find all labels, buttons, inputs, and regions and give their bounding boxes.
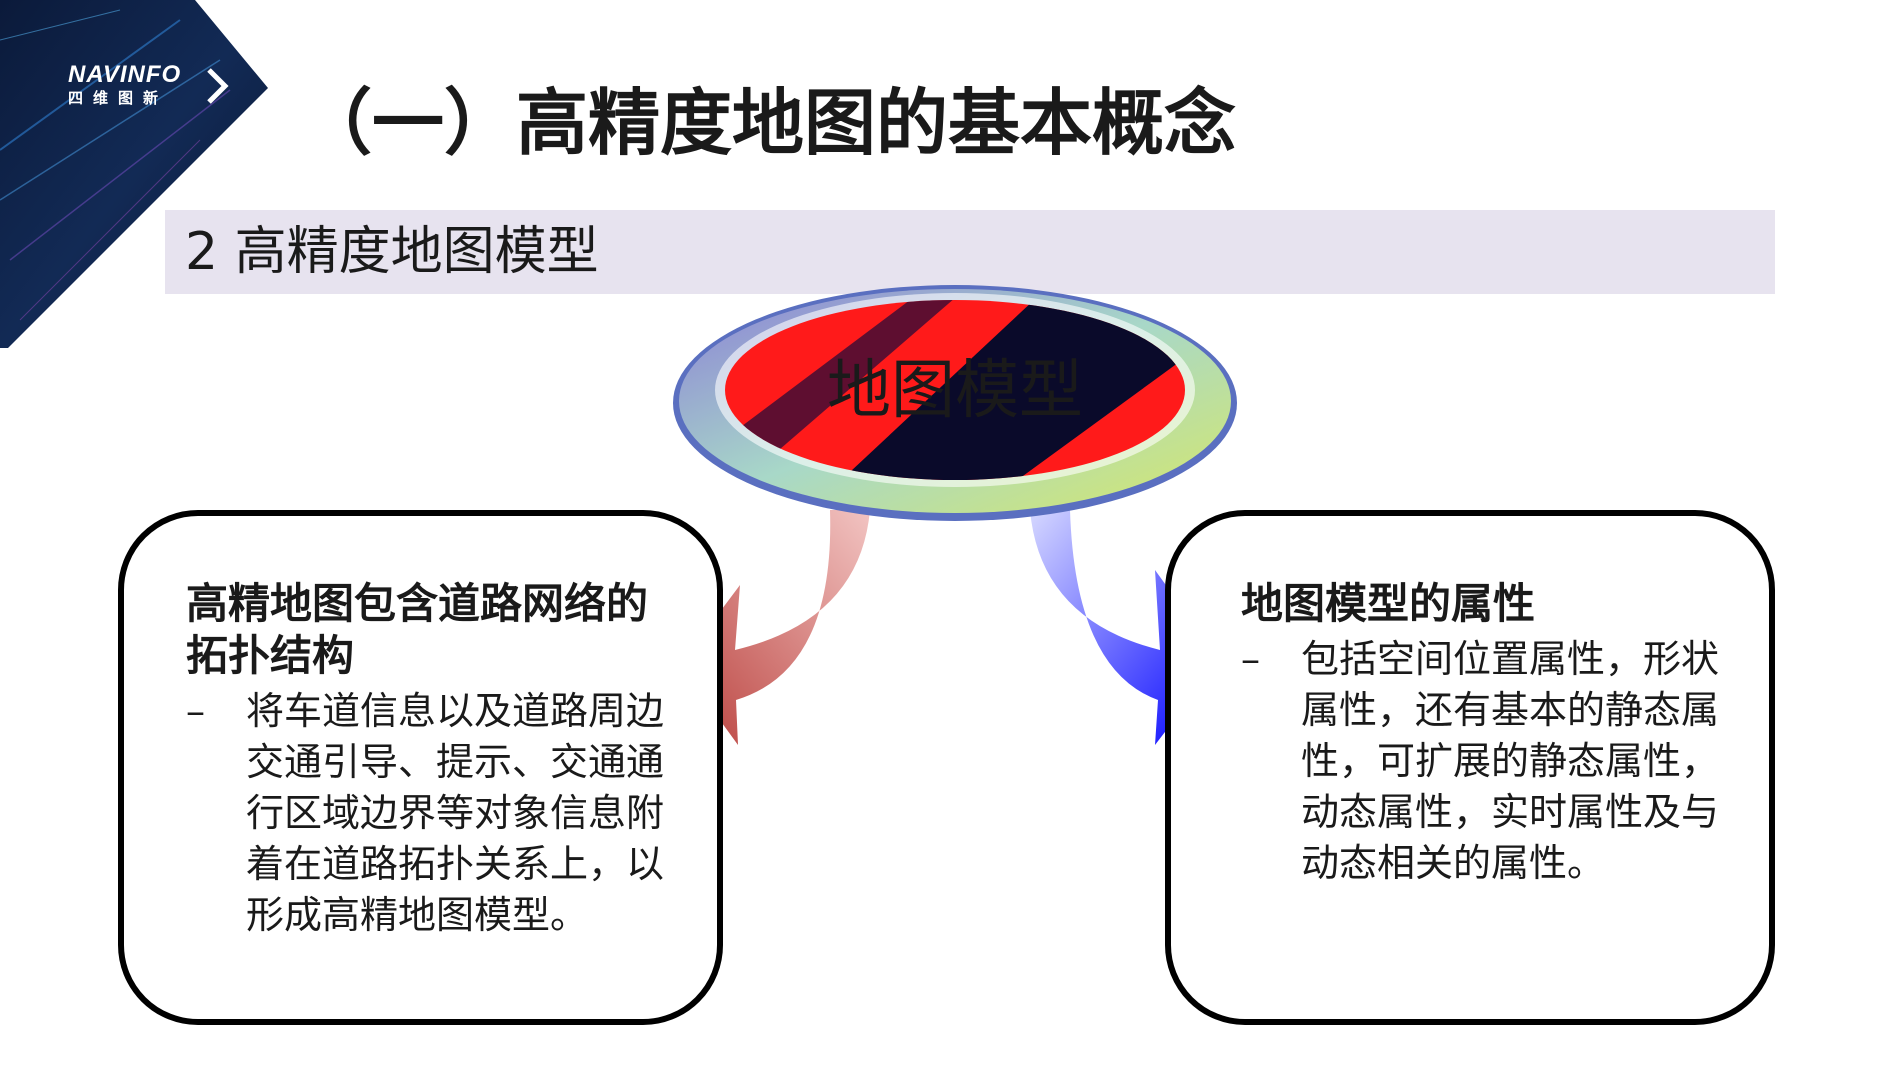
page-title: （一）高精度地图的基本概念: [300, 81, 1237, 165]
disc-graphic: [673, 285, 1237, 521]
topology-text: 将车道信息以及道路周边交通引导、提示、交通通行区域边界等对象信息附着在道路拓扑关…: [246, 689, 665, 937]
map-model-disc: 地图模型: [670, 285, 1240, 535]
disc-label: 地图模型: [827, 354, 1083, 428]
corner-background: [0, 0, 268, 348]
navinfo-logo: NAVINFO 四维图新: [68, 62, 181, 108]
subtitle-band: 2 高精度地图模型: [165, 210, 1775, 294]
topology-heading: 高精地图包含道路网络的拓扑结构: [186, 579, 649, 680]
logo-brand: NAVINFO: [68, 61, 182, 88]
topology-box: 高精地图包含道路网络的拓扑结构 – 将车道信息以及道路周边交通引导、提示、交通通…: [118, 510, 723, 1025]
section-subtitle: 2 高精度地图模型: [185, 222, 599, 282]
attributes-bullet: – 包括空间位置属性，形状属性，还有基本的静态属性，可扩展的静态属性，动态属性，…: [1241, 634, 1741, 889]
chevron-right-icon: [207, 68, 229, 104]
bullet-dash: –: [186, 689, 205, 733]
attributes-heading: 地图模型的属性: [1241, 579, 1536, 628]
attributes-text: 包括空间位置属性，形状属性，还有基本的静态属性，可扩展的静态属性，动态属性，实时…: [1301, 637, 1720, 885]
topology-bullet: – 将车道信息以及道路周边交通引导、提示、交通通行区域边界等对象信息附着在道路拓…: [186, 686, 686, 941]
corner-decoration: NAVINFO 四维图新: [0, 0, 280, 350]
attributes-box: 地图模型的属性 – 包括空间位置属性，形状属性，还有基本的静态属性，可扩展的静态…: [1165, 510, 1775, 1025]
logo-subtitle: 四维图新: [68, 90, 169, 107]
bullet-dash: –: [1241, 637, 1260, 681]
